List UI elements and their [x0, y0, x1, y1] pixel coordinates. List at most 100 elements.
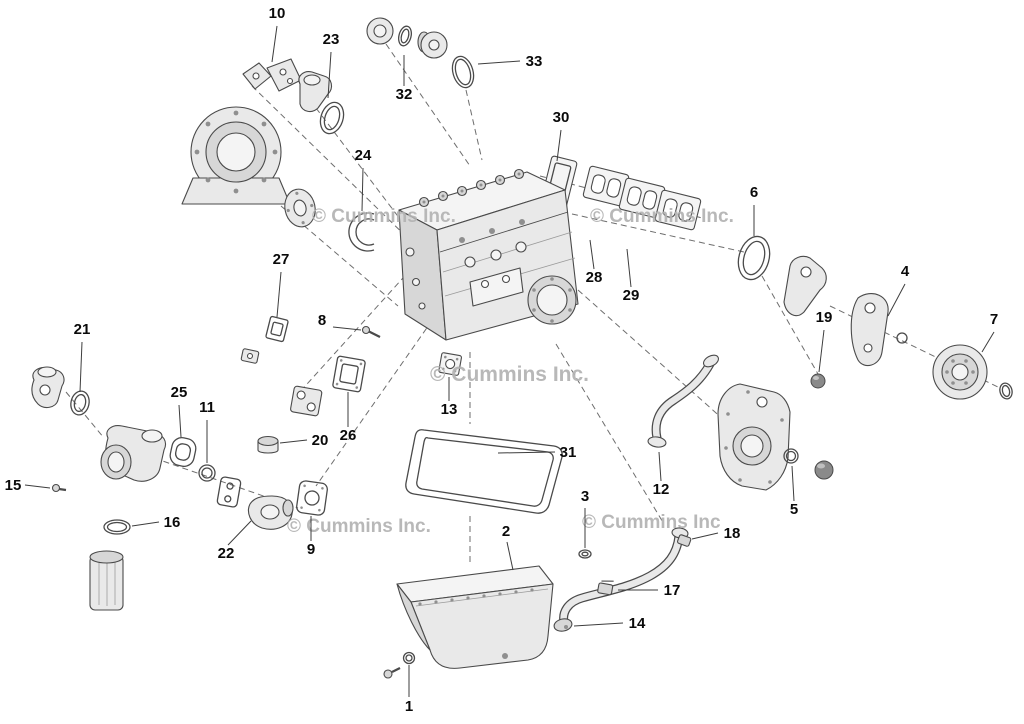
callout-leader-16 [131, 521, 160, 527]
watermark-3: © Cummins Inc. [430, 363, 589, 386]
callout-leader-24 [361, 167, 364, 212]
manifold-gasket-2 [618, 177, 666, 219]
callout-number-19: 19 [816, 309, 833, 326]
watermark-layer: © Cummins Inc. © Cummins Inc. © Cummins In… [287, 206, 734, 537]
callout-leader-10 [271, 25, 278, 63]
callout-number-18: 18 [724, 525, 741, 542]
small-bracket [240, 348, 260, 364]
cover-plate [438, 352, 462, 376]
callout-number-32: 32 [396, 86, 413, 103]
callout-number-31: 31 [560, 444, 577, 461]
callout-number-28: 28 [586, 269, 603, 286]
callout-number-14: 14 [629, 615, 646, 632]
oil-filter [89, 550, 124, 611]
inlet-flange-gasket [216, 476, 242, 508]
callout-leader-20 [279, 439, 308, 444]
tube-clamp-18 [677, 534, 692, 547]
callout-number-10: 10 [269, 5, 286, 22]
callout-number-6: 6 [750, 184, 758, 201]
callout-leader-33 [477, 60, 521, 65]
lifting-bracket [783, 255, 827, 317]
o-ring-11 [198, 464, 216, 482]
callout-number-24: 24 [355, 147, 372, 164]
seal-ring [451, 55, 475, 89]
callout-number-22: 22 [218, 545, 235, 562]
housing-cover-plate [284, 188, 316, 228]
water-inlet-connection [247, 495, 294, 530]
water-transfer-tube [647, 354, 719, 448]
callout-leader-8 [332, 326, 362, 331]
water-pump-assembly [366, 17, 448, 59]
threaded-plug [814, 460, 834, 480]
callout-number-29: 29 [623, 287, 640, 304]
callout-leader-21 [79, 341, 83, 393]
parts-layer [31, 17, 1013, 679]
callout-number-12: 12 [653, 481, 670, 498]
o-ring-5 [783, 448, 799, 464]
callout-leader-15 [24, 484, 51, 489]
callout-number-1: 1 [405, 698, 413, 715]
callout-layer: 1234567891011121314151617181920212223242… [5, 5, 999, 715]
outlet-gasket [70, 390, 90, 416]
callout-number-15: 15 [5, 477, 22, 494]
callout-number-8: 8 [318, 312, 326, 329]
callout-number-23: 23 [323, 31, 340, 48]
oil-suction-tube [553, 527, 692, 632]
callout-leader-31 [497, 451, 556, 454]
callout-number-17: 17 [664, 582, 681, 599]
callout-number-27: 27 [273, 251, 290, 268]
callout-number-11: 11 [199, 399, 215, 416]
gear-housing-gasket [737, 235, 771, 281]
callout-leader-29 [626, 248, 632, 288]
drain-bolt-washer [383, 651, 416, 679]
exhaust-outlet-housing [100, 425, 167, 482]
callout-leader-28 [589, 239, 595, 270]
callout-leader-27 [276, 271, 282, 318]
callout-number-3: 3 [581, 488, 589, 505]
fan-hub-pulley [932, 344, 1013, 400]
callout-number-9: 9 [307, 541, 315, 558]
callout-leader-4 [887, 283, 906, 317]
rear-crank-seal [348, 212, 375, 252]
o-ring-16 [103, 519, 131, 535]
bolt-8 [361, 325, 381, 338]
engine-long-block [398, 168, 579, 341]
callout-leader-18 [691, 532, 719, 540]
callout-number-2: 2 [502, 523, 510, 540]
support-bracket [850, 293, 908, 367]
cup-plug [810, 373, 826, 389]
callout-leader-2 [506, 541, 514, 571]
watermark-1: © Cummins Inc. [312, 206, 456, 227]
callout-number-16: 16 [164, 514, 181, 531]
callout-leader-25 [178, 404, 182, 438]
callout-number-13: 13 [441, 401, 458, 418]
callout-leader-22 [227, 520, 252, 546]
callout-leader-5 [791, 465, 795, 502]
callout-leader-7 [981, 331, 995, 353]
callout-leader-12 [658, 451, 662, 482]
watermark-2: © Cummins Inc. [590, 206, 734, 227]
callout-number-21: 21 [74, 321, 91, 338]
oil-pan [396, 565, 554, 669]
small-gasket [265, 315, 289, 343]
flywheel-housing [181, 106, 291, 205]
bracket-set [242, 58, 302, 92]
watermark-4: © Cummins Inc. [287, 516, 431, 537]
callout-number-30: 30 [553, 109, 570, 126]
tube-clamp-17 [597, 580, 614, 596]
callout-leader-30 [556, 129, 562, 162]
water-outlet-connection [31, 366, 65, 409]
front-gear-cover [717, 383, 791, 491]
callout-leader-19 [818, 329, 825, 373]
connection-gasket [319, 101, 345, 135]
callout-number-4: 4 [901, 263, 910, 280]
housing-gasket [169, 437, 197, 467]
callout-number-26: 26 [340, 427, 357, 444]
callout-number-7: 7 [990, 311, 998, 328]
callout-leader-23 [327, 51, 332, 99]
watermark-5: © Cummins Inc [582, 512, 721, 533]
callout-number-20: 20 [312, 432, 329, 449]
water-connection [298, 71, 333, 113]
